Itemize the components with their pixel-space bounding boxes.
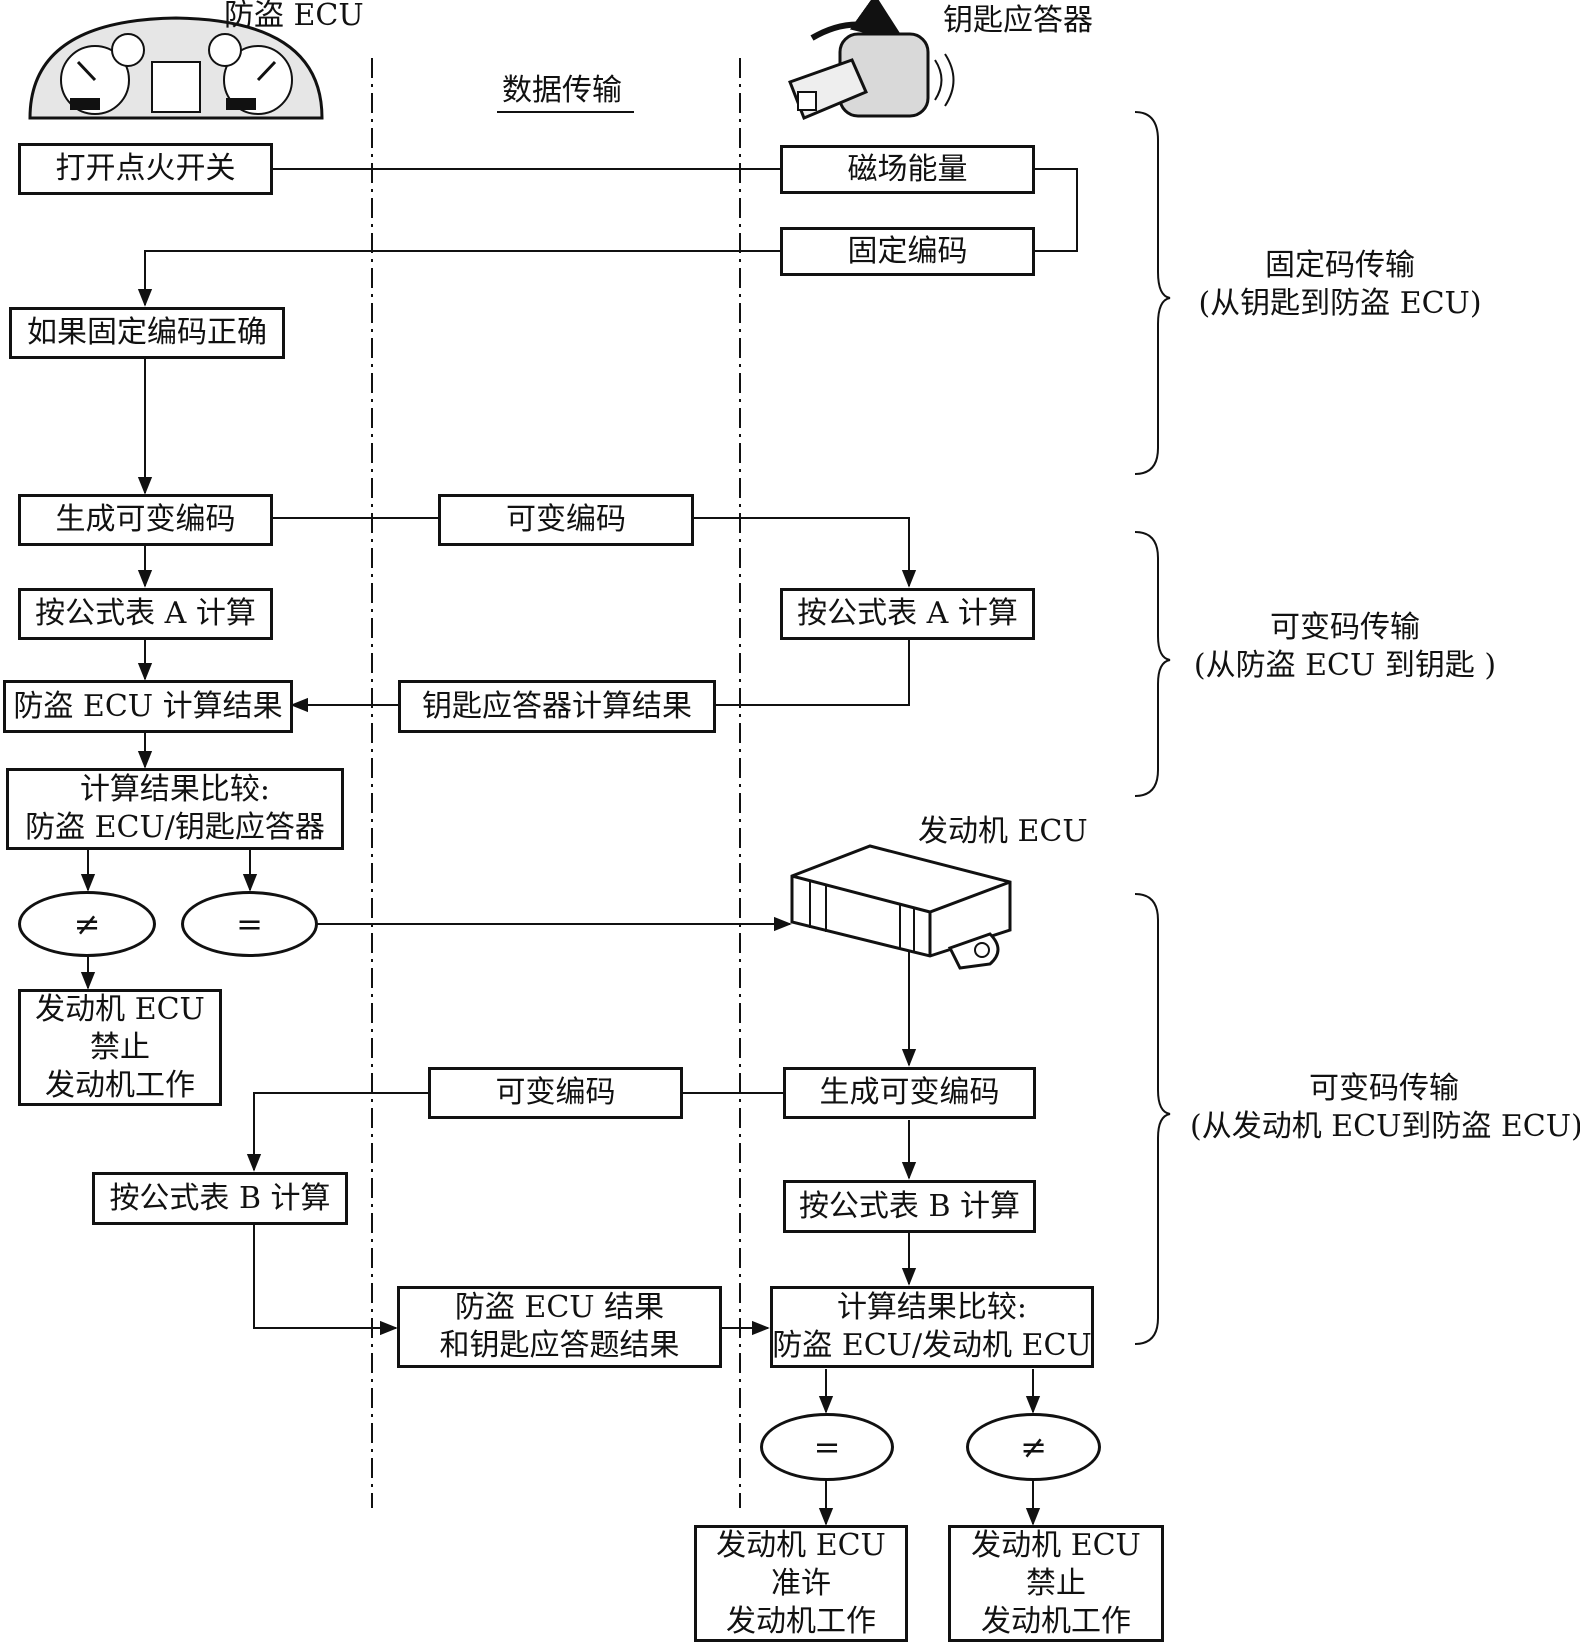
brace-variable-code-ecu-to-key xyxy=(1134,531,1171,797)
calc-table-a-ecu-box: 按公式表 A 计算 xyxy=(18,588,273,640)
result-compare-ecu-engine-box: 计算结果比较:防盗 ECU/发动机 ECU xyxy=(770,1286,1094,1368)
equal-ellipse-engine: = xyxy=(760,1413,894,1481)
brace-fixed-code xyxy=(1134,111,1171,475)
magnetic-energy-box: 磁场能量 xyxy=(780,145,1035,194)
engine-generate-variable-code-box: 生成可变编码 xyxy=(783,1067,1036,1119)
instrument-cluster-illustration xyxy=(28,16,324,120)
data-transfer-header: 数据传输 xyxy=(502,73,622,108)
variable-code-return-box: 可变编码 xyxy=(428,1067,683,1119)
engine-ecu-illustration xyxy=(790,844,1012,970)
key-ignition-illustration xyxy=(788,0,955,120)
key-transponder-header: 钥匙应答器 xyxy=(943,3,1093,38)
equal-ellipse: = xyxy=(181,891,318,957)
combined-results-box: 防盗 ECU 结果和钥匙应答题结果 xyxy=(397,1286,722,1368)
fixed-code-box: 固定编码 xyxy=(780,227,1035,276)
calc-table-b-ecu-box: 按公式表 B 计算 xyxy=(92,1172,348,1225)
not-equal-ellipse: ≠ xyxy=(18,891,156,957)
calc-table-b-engine-box: 按公式表 B 计算 xyxy=(783,1180,1036,1233)
not-equal-ellipse-engine: ≠ xyxy=(966,1413,1101,1481)
engine-ecu-header: 发动机 ECU xyxy=(918,814,1088,849)
variable-code-transfer-box: 可变编码 xyxy=(438,494,694,546)
ignition-on-box: 打开点火开关 xyxy=(18,143,273,195)
calc-table-a-key-box: 按公式表 A 计算 xyxy=(780,588,1035,640)
fixed-code-check-box: 如果固定编码正确 xyxy=(9,307,285,359)
ecu-calc-result-box: 防盗 ECU 计算结果 xyxy=(3,680,293,733)
key-calc-result-box: 钥匙应答器计算结果 xyxy=(398,680,716,733)
fixed-code-transfer-label: 固定码传输(从钥匙到防盗 ECU) xyxy=(1198,248,1482,321)
variable-code-engine-to-ecu-label: 可变码传输(从发动机 ECU到防盗 ECU) xyxy=(1190,1071,1580,1144)
generate-variable-code-box: 生成可变编码 xyxy=(18,494,273,546)
result-compare-ecu-key-box: 计算结果比较:防盗 ECU/钥匙应答器 xyxy=(6,768,344,850)
variable-code-ecu-to-key-label: 可变码传输(从防盗 ECU 到钥匙 ) xyxy=(1193,610,1497,683)
anti-theft-ecu-header: 防盗 ECU xyxy=(224,0,364,33)
brace-variable-code-engine-to-ecu xyxy=(1134,893,1171,1345)
